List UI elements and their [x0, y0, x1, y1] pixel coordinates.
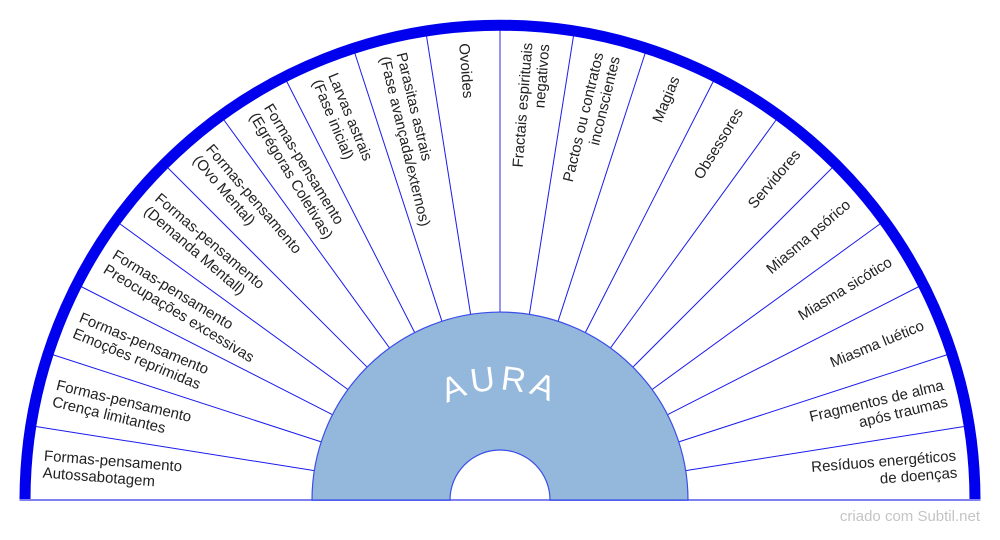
- sector-divider: [167, 167, 368, 368]
- sector-divider: [35, 425, 315, 472]
- outer-ring: [19, 19, 981, 501]
- sector-label: Miasma psórico: [763, 196, 854, 277]
- sector-divider: [632, 167, 833, 368]
- sector-divider: [52, 354, 322, 443]
- sector-label-line: Ovoides: [455, 43, 476, 99]
- sector-divider: [425, 35, 472, 315]
- spoke-group: [35, 30, 965, 472]
- sector-divider: [528, 35, 575, 315]
- sector-divider: [354, 52, 443, 322]
- sector-divider: [80, 286, 333, 416]
- sector-label-line: Servidores: [745, 147, 804, 213]
- sector-label: Parasitas astrais(Fase avançada/externos…: [376, 51, 435, 228]
- sector-label: Miasma sicótico: [795, 254, 895, 324]
- sector-divider: [223, 119, 390, 349]
- sector-label-line: negativos: [531, 43, 553, 108]
- sector-divider: [610, 119, 777, 349]
- center-disc: [311, 311, 689, 501]
- sector-divider: [651, 223, 881, 390]
- sector-label: Ovoides: [455, 43, 476, 99]
- sector-divider: [119, 223, 349, 390]
- sector-divider: [685, 425, 965, 472]
- sector-label: Servidores: [745, 147, 804, 213]
- sector-divider: [667, 286, 920, 416]
- sector-label-line: Magias: [649, 74, 683, 125]
- sector-divider: [286, 80, 416, 333]
- sector-label: Magias: [649, 74, 683, 125]
- sector-divider: [678, 354, 948, 443]
- sector-divider: [557, 52, 646, 322]
- footer-credit: criado com Subtil.net: [839, 508, 980, 525]
- sector-label-line: de doenças: [879, 465, 958, 488]
- sector-label-line: Miasma sicótico: [795, 254, 895, 324]
- sector-divider: [584, 80, 714, 333]
- sector-label-line: Miasma psórico: [763, 196, 854, 277]
